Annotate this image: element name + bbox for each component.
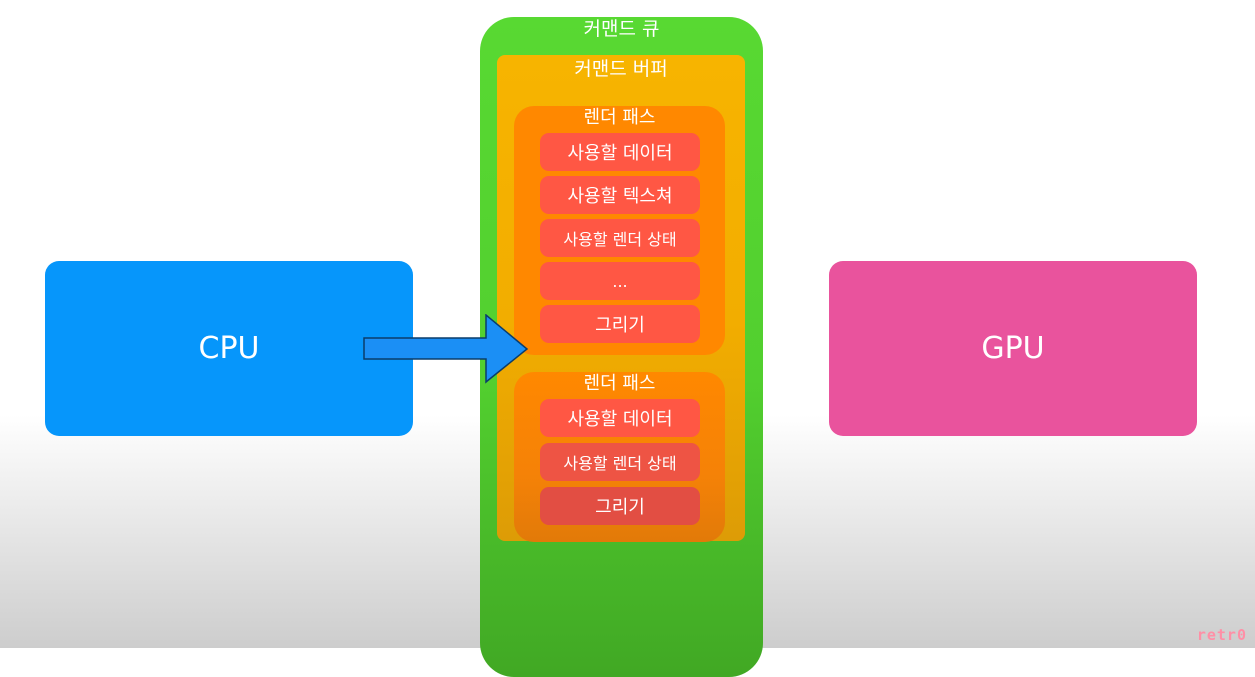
render-pass-item: 사용할 데이터: [540, 133, 700, 171]
render-pass-title: 렌더 패스: [583, 107, 656, 128]
render-pass-title: 렌더 패스: [583, 373, 656, 394]
render-pass-item: 사용할 데이터: [540, 399, 700, 437]
command-buffer-title: 커맨드 버퍼: [574, 58, 668, 80]
render-pass-item: 사용할 렌더 상태: [540, 443, 700, 481]
gpu-box: GPU: [829, 261, 1197, 436]
render-pass-1: 렌더 패스 사용할 데이터 사용할 텍스쳐 사용할 렌더 상태 ... 그리기: [514, 106, 725, 355]
command-buffer: 커맨드 버퍼 렌더 패스 사용할 데이터 사용할 텍스쳐 사용할 렌더 상태 .…: [497, 55, 745, 542]
render-pass-item: 그리기: [540, 487, 700, 525]
render-pass-item: 사용할 텍스쳐: [540, 176, 700, 214]
render-pass-item: 그리기: [540, 305, 700, 343]
render-pass-2: 렌더 패스 사용할 데이터 사용할 렌더 상태 그리기: [514, 372, 725, 542]
retr0-logo: retr0: [1196, 626, 1247, 644]
command-queue-title: 커맨드 큐: [583, 18, 660, 40]
cpu-box: CPU: [45, 261, 413, 436]
arrow-cpu-to-queue-icon: [363, 314, 529, 384]
command-queue: 커맨드 큐 커맨드 버퍼 렌더 패스 사용할 데이터 사용할 텍스쳐 사용할 렌…: [480, 17, 763, 677]
render-pass-item: 사용할 렌더 상태: [540, 219, 700, 257]
cpu-label: CPU: [198, 331, 260, 366]
gpu-label: GPU: [981, 331, 1045, 366]
render-pass-item: ...: [540, 262, 700, 300]
